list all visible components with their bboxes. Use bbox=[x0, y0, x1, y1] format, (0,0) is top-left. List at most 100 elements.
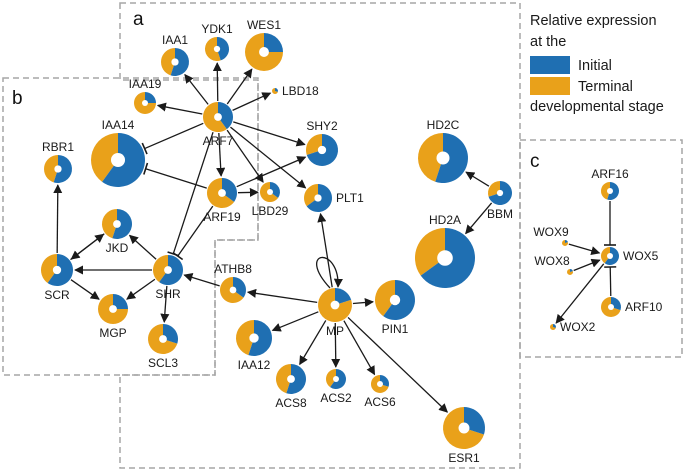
node-acs2: ACS2 bbox=[320, 369, 352, 405]
node-acs6: ACS6 bbox=[364, 375, 396, 409]
edge-shr-mgp bbox=[126, 278, 156, 300]
node-center-hole bbox=[249, 333, 259, 343]
edge-scr-mgp bbox=[70, 279, 100, 300]
node-terminal-slice bbox=[161, 48, 175, 76]
node-wox5: WOX5 bbox=[601, 247, 659, 265]
node-wox2: WOX2 bbox=[550, 320, 596, 334]
node-center-hole bbox=[142, 100, 148, 106]
node-center-hole bbox=[607, 253, 613, 259]
node-label: SCR bbox=[44, 288, 70, 302]
node-center-hole bbox=[287, 375, 295, 383]
node-center-hole bbox=[54, 165, 62, 173]
legend-title-line-1: Relative expression bbox=[530, 13, 657, 29]
node-center-hole bbox=[213, 45, 221, 53]
node-center-hole bbox=[436, 151, 450, 165]
node-esr1: ESR1 bbox=[443, 407, 486, 465]
edge-scr-rbr1 bbox=[53, 184, 63, 254]
node-label: WOX8 bbox=[534, 254, 570, 268]
node-label: JKD bbox=[106, 241, 129, 255]
node-initial-slice bbox=[270, 182, 281, 198]
node-arf19: ARF19 bbox=[203, 178, 241, 224]
panel-boxes bbox=[2, 2, 683, 469]
edge-mp-acs6 bbox=[343, 320, 376, 376]
node-hd2c: HD2C bbox=[418, 118, 468, 183]
node-label: SCL3 bbox=[148, 356, 178, 370]
edge-mp-pin1 bbox=[352, 297, 374, 308]
edge-wox5-wox2 bbox=[555, 263, 605, 324]
node-label: ARF10 bbox=[625, 300, 663, 314]
node-initial-slice bbox=[607, 182, 620, 200]
node-center-hole bbox=[333, 376, 339, 382]
node-label: ACS8 bbox=[275, 396, 307, 410]
node-label: YDK1 bbox=[201, 22, 233, 36]
node-wes1: WES1 bbox=[245, 18, 283, 71]
node-label: MP bbox=[326, 324, 344, 338]
node-shy2: SHY2 bbox=[305, 119, 338, 166]
panel-label-a: a bbox=[133, 9, 144, 30]
node-initial-slice bbox=[248, 320, 273, 357]
node-terminal-slice bbox=[91, 133, 118, 182]
node-center-hole bbox=[259, 47, 269, 57]
node-label: LBD18 bbox=[282, 84, 319, 98]
edge-mp-plt1 bbox=[317, 212, 333, 288]
node-terminal-slice bbox=[276, 364, 291, 394]
edge-mp-mp bbox=[316, 256, 343, 289]
node-initial-slice bbox=[233, 277, 247, 298]
node-label: SHY2 bbox=[306, 119, 338, 133]
node-iaa1: IAA1 bbox=[161, 33, 190, 76]
edge-arf19-iaa14 bbox=[145, 168, 207, 189]
edge-mp-acs2 bbox=[331, 322, 341, 368]
node-terminal-slice bbox=[375, 280, 395, 317]
node-label: HD2C bbox=[427, 118, 460, 132]
node-shr: SHR bbox=[153, 255, 184, 301]
legend-terminal-label: Terminal bbox=[578, 79, 633, 95]
node-center-hole bbox=[214, 113, 222, 121]
node-label: WOX2 bbox=[560, 320, 596, 334]
node-center-hole bbox=[164, 266, 172, 274]
node-label: WES1 bbox=[247, 18, 281, 32]
panel-label-b: b bbox=[12, 88, 23, 109]
node-bbm: BBM bbox=[487, 181, 513, 221]
edge-bbm-hd2c bbox=[465, 171, 490, 187]
node-arf7: ARF7 bbox=[203, 102, 234, 148]
edge-mp-acs8 bbox=[299, 320, 327, 366]
node-terminal-slice bbox=[415, 228, 445, 276]
node-iaa14: IAA14 bbox=[91, 118, 145, 187]
node-iaa12: IAA12 bbox=[236, 320, 273, 372]
node-initial-slice bbox=[112, 209, 132, 240]
node-scr: SCR bbox=[40, 254, 73, 302]
edge-arf19-shy2 bbox=[236, 156, 307, 188]
edge-mp-athb8 bbox=[246, 288, 318, 304]
node-center-hole bbox=[607, 188, 613, 194]
edge-arf7-lbd29 bbox=[226, 129, 264, 183]
node-center-hole bbox=[496, 189, 504, 197]
legend: Relative expression at the Initial Termi… bbox=[530, 13, 664, 115]
edge-jkd-scr bbox=[70, 233, 105, 260]
node-center-hole bbox=[317, 145, 327, 155]
node-terminal-slice bbox=[601, 247, 610, 264]
node-initial-slice bbox=[218, 102, 234, 130]
node-label: IAA14 bbox=[102, 118, 135, 132]
node-terminal-slice bbox=[205, 37, 221, 62]
edge-athb8-shr bbox=[183, 273, 220, 287]
node-arf16: ARF16 bbox=[591, 167, 629, 200]
node-label: WOX9 bbox=[533, 225, 569, 239]
node-acs8: ACS8 bbox=[275, 363, 307, 410]
node-initial-slice bbox=[275, 88, 279, 92]
node-center-hole bbox=[113, 220, 121, 228]
node-initial-slice bbox=[286, 363, 307, 394]
node-center-hole bbox=[458, 422, 470, 434]
edge-arf19-shr bbox=[177, 205, 214, 257]
node-terminal-slice bbox=[153, 255, 168, 283]
node-initial-slice bbox=[553, 324, 556, 328]
edge-arf7-shr bbox=[172, 132, 214, 255]
node-label: SHR bbox=[155, 287, 181, 301]
node-center-hole bbox=[171, 58, 179, 66]
node-lbd18: LBD18 bbox=[272, 84, 319, 98]
node-athb8: ATHB8 bbox=[214, 262, 252, 303]
edge-wox8-wox5 bbox=[573, 258, 601, 272]
node-pin1: PIN1 bbox=[375, 280, 416, 336]
node-label: IAA19 bbox=[129, 77, 162, 91]
node-wox9: WOX9 bbox=[533, 225, 569, 246]
